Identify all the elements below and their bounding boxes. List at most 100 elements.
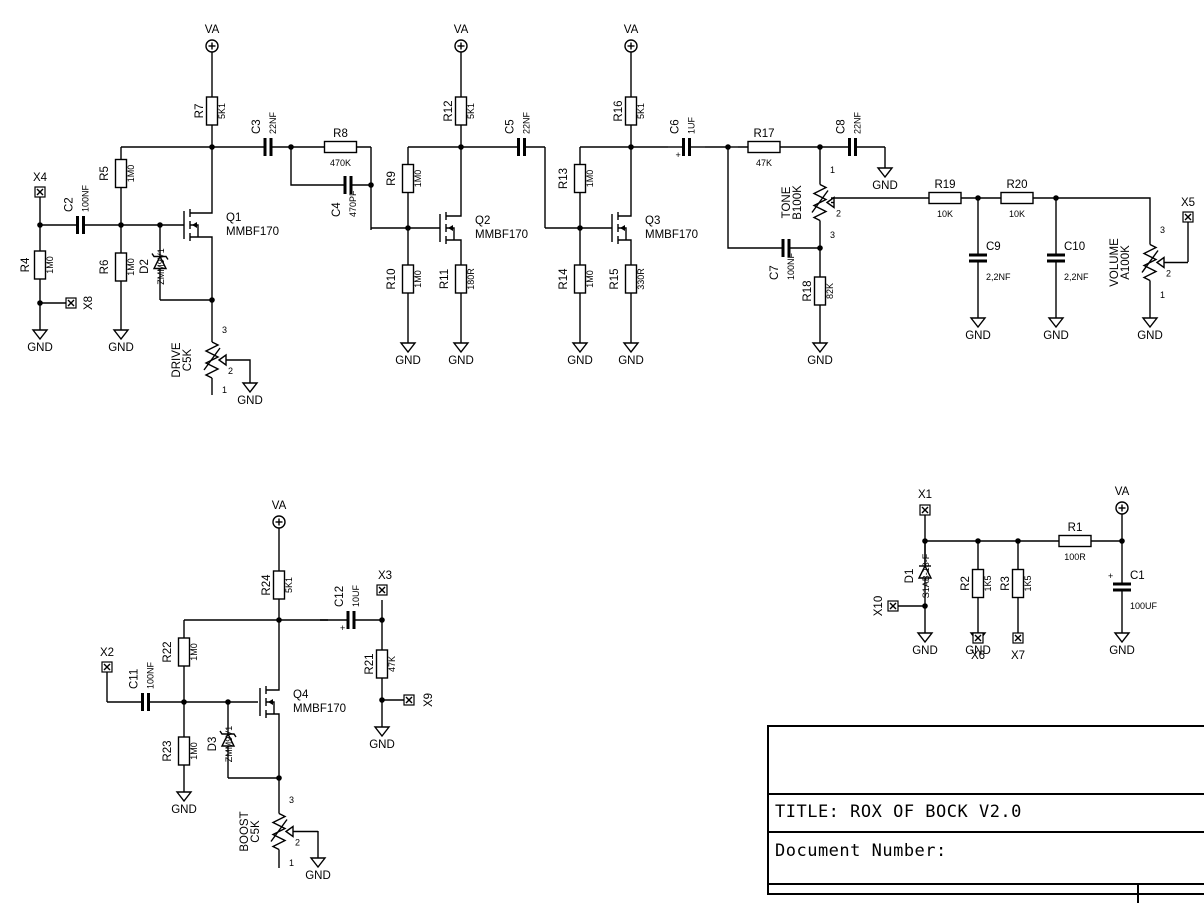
supply-va: VA [454,24,469,53]
resistor-body [971,568,985,599]
title-block-divider [1137,883,1139,903]
component-ref: R15 [609,268,621,289]
ground-label: GND [618,355,644,367]
connector-x4: X4 [33,172,48,198]
component-ref: R20 [1006,179,1027,191]
component-ref: BOOST [239,811,251,851]
supply-label: VA [272,500,287,512]
component-value: 1UF [687,116,697,134]
component-ref: C8 [836,119,848,134]
resistor-body [454,96,468,126]
component-value: 22NF [522,111,532,134]
component-ref: R23 [162,740,174,761]
resistor-body [401,163,415,194]
component-ref: DRIVE [171,342,183,377]
resistor-body [1011,568,1025,599]
component-value: 1M0 [189,742,199,760]
ground-symbol: GND [171,791,197,816]
body-arrow [192,222,197,228]
pin-number: 1 [289,858,294,868]
component-ref: C1 [1130,570,1145,582]
connector-label: X3 [378,570,392,582]
component-ref: R18 [802,280,814,301]
ground-symbol: GND [872,167,898,192]
resistor-body [1000,191,1034,205]
drain-lead [618,215,632,217]
resistor-body [401,264,415,294]
ground-label: GND [912,645,938,657]
component-value: 10K [937,209,953,219]
component-ref: D2 [139,259,151,274]
connector-label: X10 [873,596,885,616]
pin-number: 2 [228,366,233,376]
component-ref: TONE [781,186,793,218]
component-ref: R19 [934,179,955,191]
pin-number: 2 [836,209,841,219]
ground-label: GND [872,180,898,192]
component-value: 1M0 [585,170,595,188]
pin-number: 1 [830,165,835,175]
component-value: 10UF [351,584,361,607]
wire [290,147,325,186]
component-value: 100UF [1130,601,1158,611]
title-block-bottom-row [769,883,1204,905]
component-ref: R22 [162,641,174,662]
pot-wiper [284,825,294,838]
component-value: ZMM9V1 [156,248,166,285]
pot-adjust-arrow [203,347,221,371]
pin-number: 3 [830,230,835,240]
resistor-body [747,140,781,154]
component-value: 47K [387,656,397,672]
component-value: 100R [1064,552,1086,562]
component-value: ZMM9V1 [224,726,234,763]
component-ref: R9 [386,171,398,186]
ground-label: GND [807,355,833,367]
connector-label: X4 [33,172,48,184]
connector-cross [103,663,111,671]
wire [1056,197,1151,225]
wire [243,359,251,383]
component-ref: Q4 [293,689,309,701]
component-value: MMBF170 [226,226,279,238]
component-value: 47K [756,158,772,168]
supply-label: VA [205,24,220,36]
source-lead [618,239,632,248]
component-ref: R10 [386,268,398,289]
component-value: 82K [825,283,835,299]
component-ref: D3 [207,737,219,752]
resistor-body [624,264,638,294]
component-ref: Q2 [475,215,490,227]
component-value: 2,2NF [1064,272,1089,282]
resistor-body [33,250,47,280]
ground-triangle [399,342,417,354]
component-ref: D1 [904,569,916,584]
diode-triangle [220,732,236,747]
ground-triangle [622,342,640,354]
supply-va: VA [624,24,639,53]
connector-cross [974,634,982,642]
diode-triangle [917,564,933,579]
connector-cross [1184,213,1192,221]
component-ref: R1 [1068,522,1083,534]
ground-symbol: GND [618,342,644,367]
connector-label: X5 [1181,197,1195,209]
ground-symbol: GND [305,857,331,882]
component-value: C5K [182,348,194,371]
